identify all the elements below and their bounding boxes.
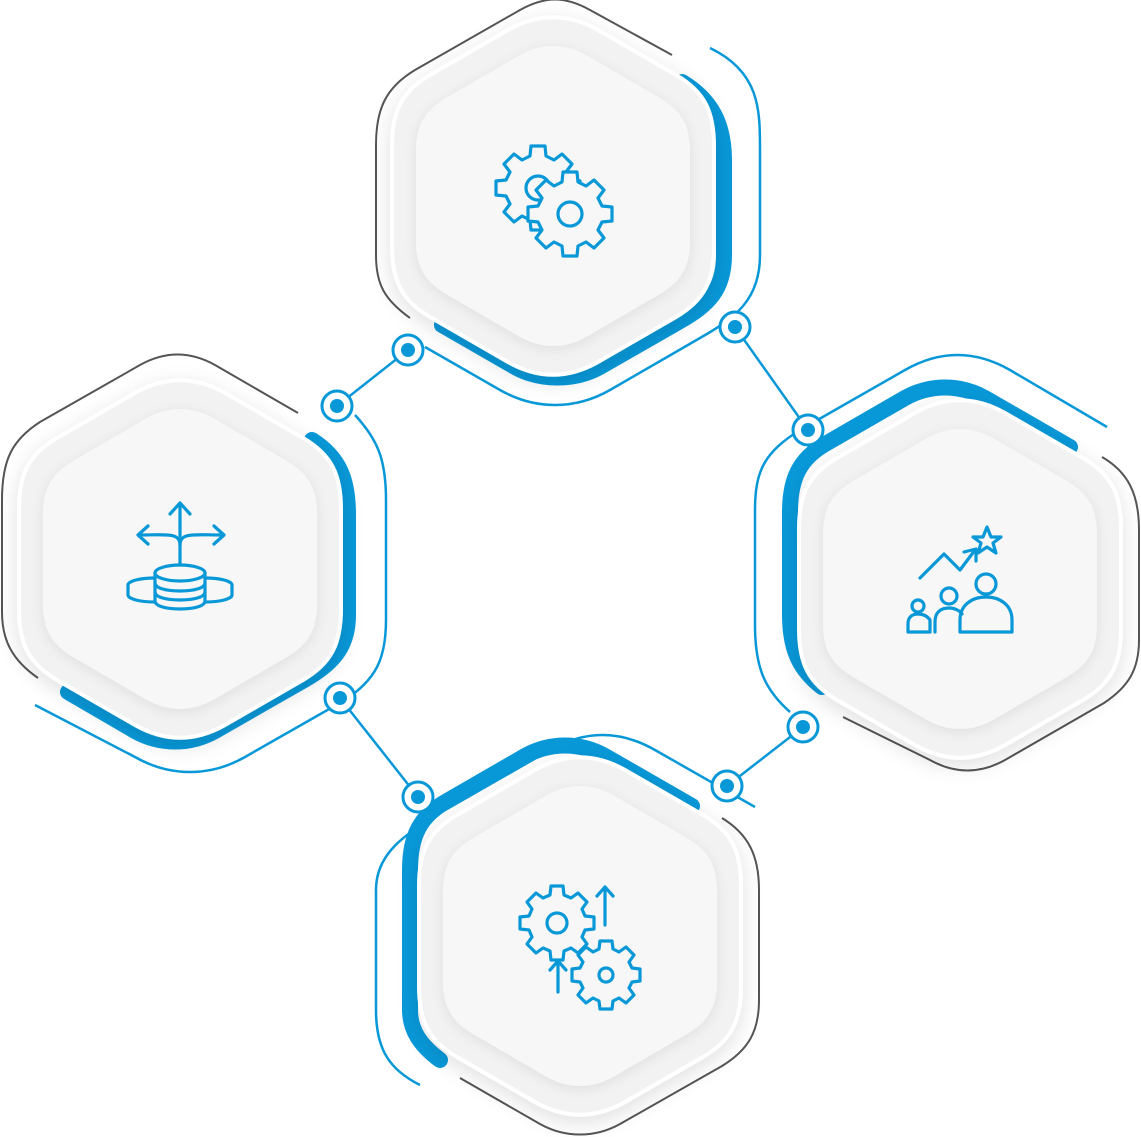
connector-bottom-left — [339, 697, 419, 798]
connector-lines — [336, 326, 810, 798]
hexagon-left-outer-ring — [34, 414, 388, 774]
hexagon-bottom-inner — [443, 786, 717, 1086]
hexagon-bottom-accent — [402, 737, 700, 1068]
team-growth-icon — [906, 525, 1014, 634]
hexagon-bottom — [374, 733, 760, 1136]
connector-top-right — [733, 326, 810, 431]
hexagon-right — [753, 353, 1140, 772]
hexagon-right-outer-ring — [753, 353, 1108, 713]
connector-node — [401, 780, 435, 814]
gears-icon — [494, 144, 614, 258]
database-distribution-icon — [126, 501, 234, 611]
connector-node — [323, 681, 357, 715]
hexagon-top-outline — [375, 0, 673, 319]
hexagon-left — [0, 353, 388, 774]
connector-node — [710, 769, 744, 803]
hexagon-top-outer-ring — [424, 46, 762, 407]
connector-node — [391, 333, 425, 367]
hexagon-left-outline — [0, 353, 299, 679]
hexagon-bottom-outline — [459, 817, 760, 1136]
hexagon-right-accent — [782, 379, 1078, 695]
hexagon-bottom-outer-ring — [374, 733, 756, 1087]
hexagon-top-accent — [434, 74, 732, 386]
hexagon-left-accent — [60, 432, 356, 750]
connector-nodes — [320, 310, 825, 814]
hexagon-right-outline — [842, 456, 1140, 772]
connector-node — [786, 710, 820, 744]
connector-node — [320, 389, 354, 423]
hexagon-top — [375, 0, 762, 407]
connector-node — [791, 413, 825, 447]
hexagon-right-inner — [823, 429, 1097, 729]
gear-optimization-icon — [518, 884, 642, 1011]
connector-node — [718, 310, 752, 344]
